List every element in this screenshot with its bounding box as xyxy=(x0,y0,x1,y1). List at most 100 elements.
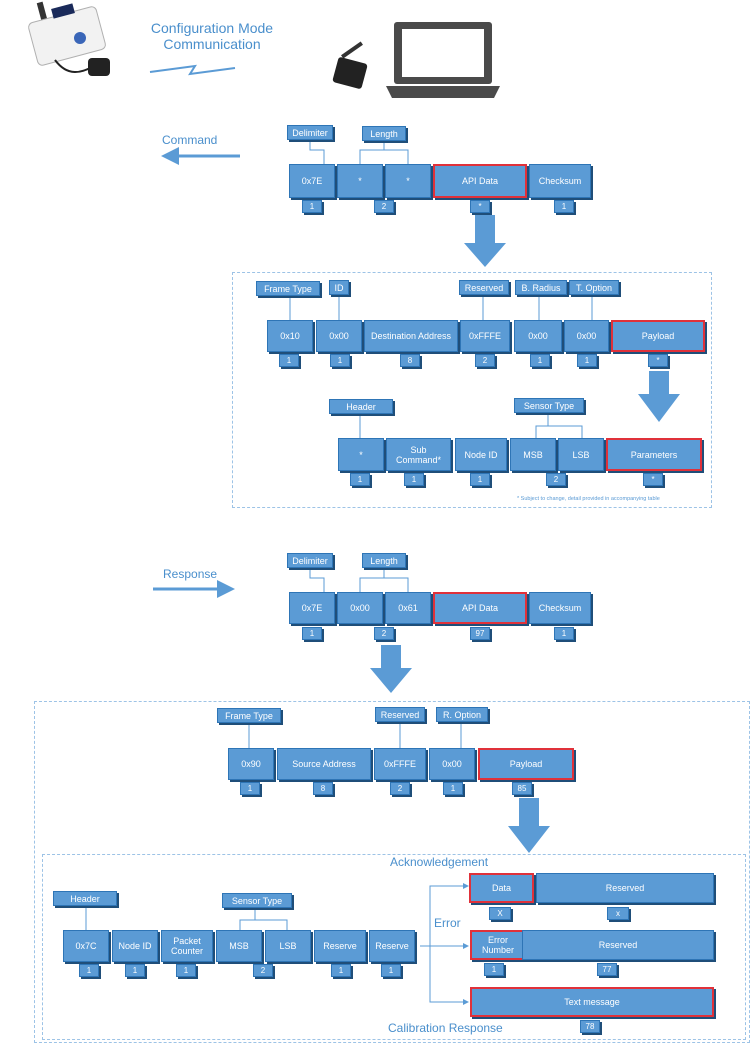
size-checksum: 1 xyxy=(554,200,574,213)
response-api-panel xyxy=(34,701,750,1043)
label-r-option: R. Option xyxy=(436,707,488,722)
label-length: Length xyxy=(362,126,406,141)
size-checksum: 1 xyxy=(554,627,574,640)
field-error-reserved: Reserved xyxy=(522,930,714,960)
field-reserve: Reserve xyxy=(369,930,415,962)
label-length: Length xyxy=(362,553,406,568)
down-arrow-icon xyxy=(464,215,506,267)
label-header: Header xyxy=(329,399,393,414)
size-parameters: * xyxy=(643,473,663,486)
command-heading: Command xyxy=(162,133,218,147)
size-ack-reserved: x xyxy=(607,907,629,920)
usb-modem-icon xyxy=(332,41,368,89)
field-header: * xyxy=(338,438,384,471)
label-reserved: Reserved xyxy=(459,280,509,295)
response-payload-panel xyxy=(42,854,746,1040)
field-payload: Payload xyxy=(611,320,705,352)
size-text-message: 78 xyxy=(580,1020,600,1033)
field-b-radius: 0x00 xyxy=(514,320,562,352)
size-length: 2 xyxy=(374,627,394,640)
field-id: 0x00 xyxy=(316,320,362,352)
field-msb: MSB xyxy=(216,930,262,962)
section-acknowledgement: Acknowledgement xyxy=(390,855,489,869)
size-reserve: 1 xyxy=(381,964,401,977)
size-payload: 85 xyxy=(512,782,532,795)
field-delimiter: 0x7E xyxy=(289,164,335,198)
field-delimiter: 0x7E xyxy=(289,592,335,624)
size-frame-type: 1 xyxy=(279,354,299,367)
down-arrow-icon xyxy=(638,371,680,422)
size-reserved: 2 xyxy=(390,782,410,795)
field-source-address: Source Address xyxy=(277,748,371,780)
command-api-panel xyxy=(232,272,712,508)
label-header: Header xyxy=(53,891,117,906)
size-payload: * xyxy=(648,354,668,367)
sensor-device-icon xyxy=(28,1,110,76)
field-frame-type: 0x10 xyxy=(267,320,313,352)
field-destination-address: Destination Address xyxy=(364,320,458,352)
field-ack-data: Data xyxy=(469,873,534,903)
size-reserved: 2 xyxy=(475,354,495,367)
field-reserve: Reserve xyxy=(314,930,366,962)
field-parameters: Parameters xyxy=(606,438,702,471)
size-sensor-type: 2 xyxy=(546,473,566,486)
size-id: 1 xyxy=(330,354,350,367)
field-header: 0x7C xyxy=(63,930,109,962)
response-heading: Response xyxy=(163,567,218,581)
field-length-msb: 0x00 xyxy=(337,592,383,624)
field-error-number: Error Number xyxy=(470,930,526,960)
label-delimiter: Delimiter xyxy=(287,553,333,568)
label-id: ID xyxy=(329,280,349,295)
title-line: Configuration Mode xyxy=(150,20,274,36)
size-t-option: 1 xyxy=(577,354,597,367)
field-reserved: 0xFFFE xyxy=(460,320,510,352)
field-api-data: API Data xyxy=(433,592,527,624)
laptop-icon xyxy=(386,22,500,98)
field-node-id: Node ID xyxy=(112,930,158,962)
diagram-title: Configuration Mode Communication xyxy=(132,20,292,52)
size-ack-data: X xyxy=(489,907,511,920)
field-frame-type: 0x90 xyxy=(228,748,274,780)
size-packet-counter: 1 xyxy=(176,964,196,977)
field-msb: MSB xyxy=(510,438,556,471)
size-api-data: * xyxy=(470,200,490,213)
field-packet-counter: Packet Counter xyxy=(161,930,213,962)
label-sensor-type: Sensor Type xyxy=(222,893,292,908)
size-node-id: 1 xyxy=(470,473,490,486)
field-t-option: 0x00 xyxy=(564,320,609,352)
label-sensor-type: Sensor Type xyxy=(514,398,584,413)
field-checksum: Checksum xyxy=(529,164,591,198)
size-reserve: 1 xyxy=(331,964,351,977)
title-line: Communication xyxy=(163,36,261,52)
label-delimiter: Delimiter xyxy=(287,125,333,140)
size-length: 2 xyxy=(374,200,394,213)
label-reserved: Reserved xyxy=(375,707,425,722)
size-delimiter: 1 xyxy=(302,627,322,640)
label-b-radius: B. Radius xyxy=(515,280,567,295)
down-arrow-icon xyxy=(508,798,550,853)
size-node-id: 1 xyxy=(125,964,145,977)
size-sub-command: 1 xyxy=(404,473,424,486)
label-frame-type: Frame Type xyxy=(217,708,281,723)
size-b-radius: 1 xyxy=(530,354,550,367)
field-payload: Payload xyxy=(478,748,574,780)
field-length-msb: * xyxy=(337,164,383,198)
size-error-reserved: 77 xyxy=(597,963,617,976)
field-length-lsb: 0x61 xyxy=(385,592,431,624)
down-arrow-icon xyxy=(370,645,412,693)
size-header: 1 xyxy=(79,964,99,977)
field-lsb: LSB xyxy=(265,930,311,962)
size-source-address: 8 xyxy=(313,782,333,795)
field-ack-reserved: Reserved xyxy=(536,873,714,903)
field-sub-command: Sub Command* xyxy=(386,438,451,471)
size-api-data: 97 xyxy=(470,627,490,640)
size-error-number: 1 xyxy=(484,963,504,976)
field-checksum: Checksum xyxy=(529,592,591,624)
size-sensor-type: 2 xyxy=(253,964,273,977)
section-calibration-response: Calibration Response xyxy=(388,1021,503,1035)
section-error: Error xyxy=(434,916,461,930)
lightning-link-icon xyxy=(149,64,236,76)
size-delimiter: 1 xyxy=(302,200,322,213)
field-text-message: Text message xyxy=(470,987,714,1017)
